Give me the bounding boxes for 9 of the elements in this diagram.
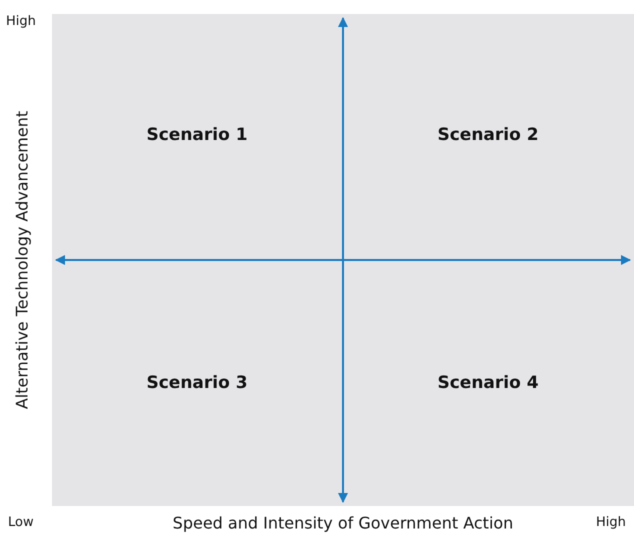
quadrant-label: Scenario 4 bbox=[437, 373, 539, 393]
quadrant-label: Scenario 2 bbox=[437, 125, 539, 145]
axis-end-label: High bbox=[596, 515, 626, 530]
axis-end-label: High bbox=[6, 14, 36, 29]
axis-end-label: Low bbox=[8, 515, 34, 530]
quadrant-label: Scenario 3 bbox=[146, 373, 248, 393]
quadrant-label: Scenario 1 bbox=[146, 125, 248, 145]
axis-title: Speed and Intensity of Government Action bbox=[172, 514, 514, 532]
axis-title: Alternative Technology Advancement bbox=[12, 110, 32, 410]
